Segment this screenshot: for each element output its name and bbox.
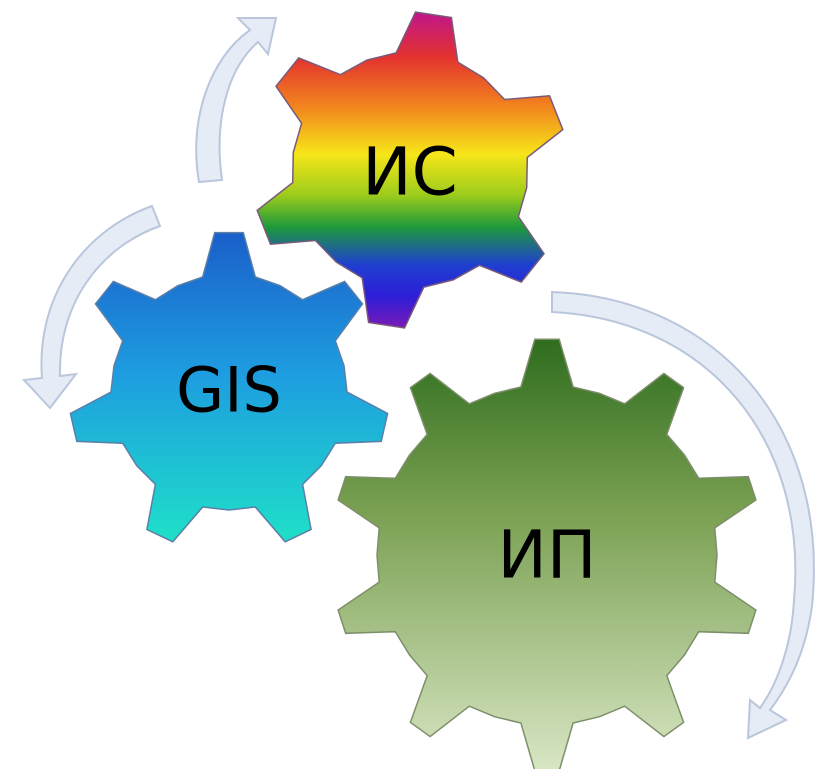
gear-ip: ИП <box>337 338 757 769</box>
gear-ip-shape <box>337 338 757 769</box>
gear-is: ИС <box>256 11 564 329</box>
gear-gis: GIS <box>69 231 389 543</box>
curved-arrow-down-right <box>551 290 815 740</box>
arrows-layer <box>21 17 815 740</box>
gear-gis-label: GIS <box>176 354 282 427</box>
curved-arrow-up <box>195 17 278 184</box>
gear-is-label: ИС <box>362 134 457 211</box>
gear-ip-label: ИП <box>498 517 597 594</box>
gear-gis-shape <box>69 231 389 543</box>
curved-arrow-down-left <box>21 204 162 410</box>
gear-is-shape <box>256 11 564 329</box>
